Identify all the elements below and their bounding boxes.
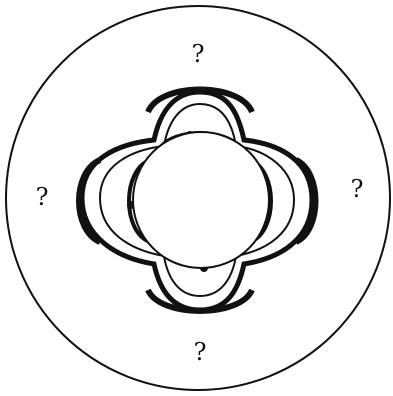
question-bottom-label: ? — [194, 338, 207, 366]
question-left-label: ? — [36, 183, 49, 211]
question-right-label: ? — [351, 175, 364, 203]
outer-band-right — [296, 160, 316, 242]
question-top-label: ? — [192, 40, 205, 68]
center-circle — [133, 132, 269, 268]
